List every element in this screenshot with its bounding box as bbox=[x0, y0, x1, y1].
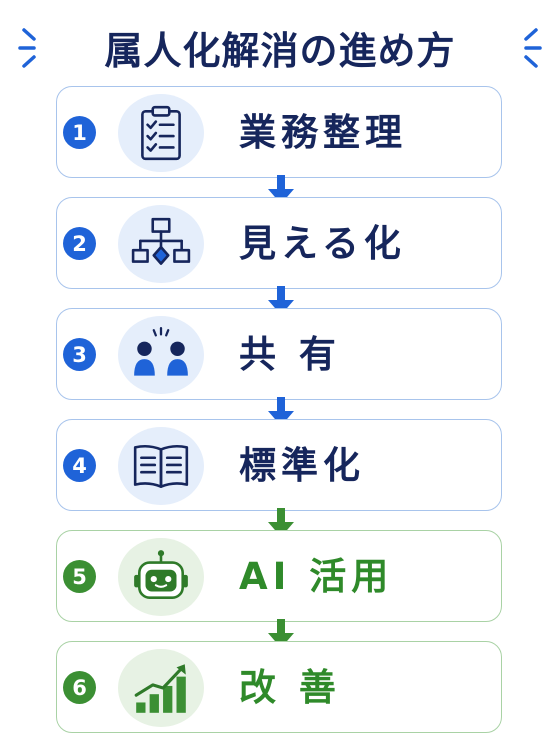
two-people-icon bbox=[118, 316, 204, 394]
step-label: 標準化 bbox=[239, 444, 365, 487]
step-number-badge: 3 bbox=[63, 338, 96, 371]
flowchart-icon bbox=[118, 205, 204, 283]
page-title: 属人化解消の進め方 bbox=[104, 29, 456, 73]
step-6-card: 6 改 善 bbox=[56, 641, 502, 733]
step-4-card: 4 標準化 bbox=[56, 419, 502, 511]
robot-icon bbox=[118, 538, 204, 616]
step-5-card: 5 AI 活用 bbox=[56, 530, 502, 622]
down-arrow-icon bbox=[268, 619, 294, 648]
step-label: 改 善 bbox=[239, 666, 341, 709]
step-3-card: 3 共 有 bbox=[56, 308, 502, 400]
step-number-badge: 4 bbox=[63, 449, 96, 482]
down-arrow-icon bbox=[268, 286, 294, 315]
title-area: 属人化解消の進め方 bbox=[0, 14, 560, 74]
step-number-badge: 2 bbox=[63, 227, 96, 260]
down-arrow-icon bbox=[268, 397, 294, 426]
step-number-badge: 1 bbox=[63, 116, 96, 149]
step-label: 業務整理 bbox=[239, 111, 407, 154]
growth-chart-icon bbox=[118, 649, 204, 727]
right-sparkle-icon bbox=[524, 28, 542, 68]
clipboard-checklist-icon bbox=[118, 94, 204, 172]
step-2-card: 2 見える化 bbox=[56, 197, 502, 289]
step-number-badge: 5 bbox=[63, 560, 96, 593]
step-number-badge: 6 bbox=[63, 671, 96, 704]
open-book-icon bbox=[118, 427, 204, 505]
step-1-card: 1 業務整理 bbox=[56, 86, 502, 178]
step-label: 共 有 bbox=[239, 333, 341, 376]
down-arrow-icon bbox=[268, 175, 294, 204]
step-label: 見える化 bbox=[239, 222, 406, 265]
step-label: AI 活用 bbox=[239, 555, 394, 598]
left-sparkle-icon bbox=[18, 28, 36, 68]
down-arrow-icon bbox=[268, 508, 294, 537]
